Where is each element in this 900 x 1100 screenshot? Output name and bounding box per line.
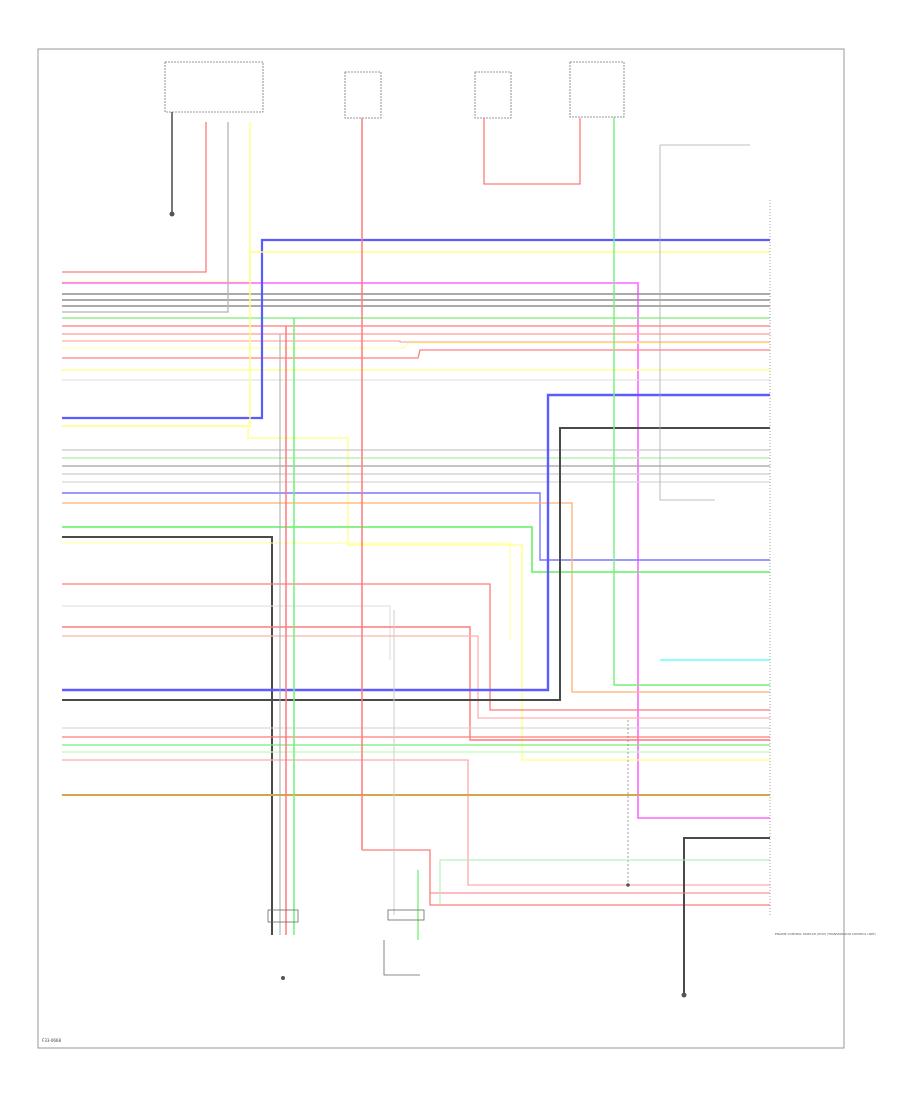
power-drop [659, 145, 715, 501]
wire-blue-1 [62, 238, 770, 420]
left-harness-wires [62, 122, 770, 935]
solenoid-a-box [344, 71, 382, 119]
wire-gray-4 [62, 122, 229, 313]
wire-black-ground [683, 837, 770, 995]
junction-dot [626, 883, 630, 887]
wire-yellow-2 [62, 342, 770, 349]
wire-pink-3 [62, 759, 770, 886]
top-components [164, 61, 770, 906]
wire-yellow-5 [247, 426, 770, 761]
diagram-border [37, 48, 845, 1049]
wire-blue-2 [62, 492, 770, 561]
wire-red-6 [62, 626, 770, 741]
wire-yellow-4 [62, 251, 770, 427]
ground-right-icon [681, 992, 687, 998]
sub-harness-connector [387, 909, 425, 921]
wire-black-2 [62, 427, 770, 701]
wire-blue-3 [62, 393, 770, 692]
wire-black-1 [62, 536, 273, 935]
ground-left-icon [169, 211, 175, 217]
ref-code: F33-0668 [42, 1038, 61, 1043]
solenoid-b-box [474, 71, 512, 119]
wire-yellow-1 [62, 122, 251, 283]
solenoid-a-return [362, 849, 770, 906]
wire-yellow-6 [62, 542, 511, 640]
shift-lock-wire [613, 117, 770, 686]
wire-orange-1 [62, 502, 770, 693]
sensor-connector [267, 909, 299, 923]
wire-pink-1 [62, 340, 770, 343]
sensor-ground-dot [281, 976, 285, 980]
sub-harness-bracket [383, 940, 420, 976]
wire-magenta-1 [62, 282, 770, 819]
wire-red-4 [62, 349, 770, 359]
wire-red-5 [62, 583, 770, 711]
solenoid-b-wire [483, 118, 581, 185]
ecm-label: ENGINE CONTROL MODULE (ECM) (TRANSMISSIO… [775, 932, 876, 936]
wire-green-5 [439, 859, 770, 905]
wire-red-1 [62, 122, 207, 273]
sensor-drops [267, 318, 299, 980]
right-components [383, 200, 771, 998]
speed-sensor-box [164, 61, 264, 113]
wire-ltgray-5 [62, 605, 391, 660]
wire-green-3 [62, 526, 770, 573]
wire-pink-2 [62, 635, 770, 719]
labels: ENGINE CONTROL MODULE (ECM) (TRANSMISSIO… [42, 932, 876, 1043]
shift-lock-box [569, 61, 625, 118]
